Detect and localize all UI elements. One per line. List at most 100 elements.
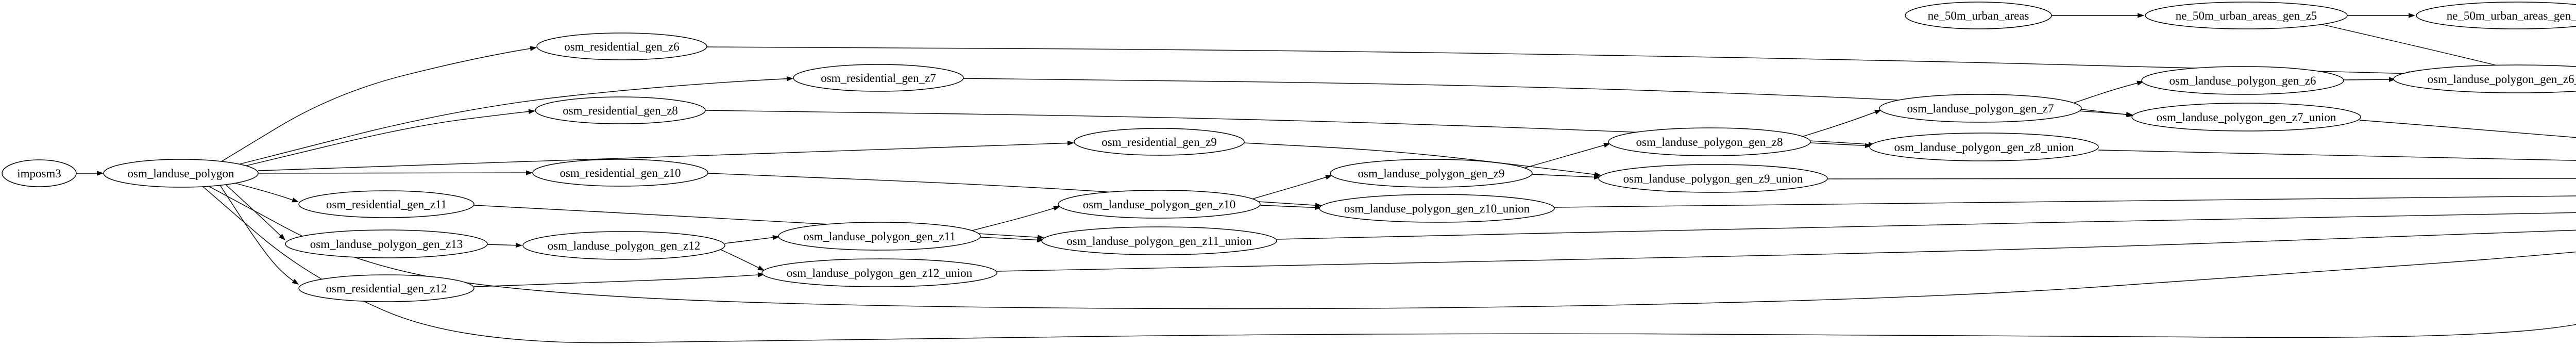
node-osm-landuse-polygon-gen-z10: osm_landuse_polygon_gen_z10 (1058, 190, 1261, 219)
node-osm-residential-gen-z10-label: osm_residential_gen_z10 (560, 167, 681, 179)
edge-ne-50m-urban-areas--ne-50m-urban-areas-gen-z5-arrowhead (2138, 13, 2144, 18)
edge-osm-landuse-polygon-gen-z9--osm-landuse-polygon-gen-z9-union-arrowhead (1594, 174, 1601, 180)
node-osm-landuse-polygon-gen-z12-ellipse (522, 231, 725, 260)
node-osm-residential-gen-z6-ellipse (536, 32, 707, 60)
edge-osm-landuse-polygon-gen-z9-union--layer-landuse-z9 (1827, 178, 2576, 179)
edge-osm-landuse-polygon-gen-z13--osm-landuse-polygon-gen-z12-arrowhead (515, 242, 522, 248)
node-osm-landuse-polygon-gen-z12-union: osm_landuse_polygon_gen_z12_union (761, 258, 997, 287)
node-osm-landuse-polygon-gen-z8-label: osm_landuse_polygon_gen_z8 (1636, 136, 1783, 149)
node-osm-residential-gen-z11: osm_residential_gen_z11 (298, 190, 474, 218)
edge-osm-landuse-polygon--osm-residential-gen-z12 (219, 185, 295, 282)
node-osm-residential-gen-z8-ellipse (535, 96, 706, 124)
node-osm-landuse-polygon-gen-z11: osm_landuse_polygon_gen_z11 (778, 222, 981, 251)
edge-osm-residential-gen-z12--osm-landuse-polygon-gen-z12-union-arrowhead (757, 272, 765, 277)
edge-osm-landuse-polygon--osm-residential-gen-z9-arrowhead (1067, 140, 1074, 146)
node-osm-landuse-polygon-gen-z8-union: osm_landuse_polygon_gen_z8_union (1869, 133, 2099, 161)
node-osm-landuse-polygon-ellipse (103, 159, 259, 188)
edge-osm-residential-gen-z12--osm-landuse-polygon-gen-z12-union (473, 274, 759, 287)
node-osm-landuse-polygon-gen-z11-union-label: osm_landuse_polygon_gen_z11_union (1066, 235, 1252, 248)
edge-osm-landuse-polygon-gen-z11--osm-landuse-polygon-gen-z11-union-arrowhead (1037, 237, 1044, 243)
node-osm-residential-gen-z6: osm_residential_gen_z6 (536, 32, 707, 60)
node-osm-residential-gen-z12: osm_residential_gen_z12 (298, 274, 474, 302)
edge-osm-landuse-polygon--osm-residential-gen-z7-arrowhead (786, 76, 793, 81)
edge-osm-landuse-polygon-gen-z13--osm-landuse-polygon-gen-z12 (487, 244, 517, 246)
edge-osm-landuse-polygon-gen-z10--osm-landuse-polygon-gen-z9 (1251, 176, 1327, 200)
edge-osm-landuse-polygon-gen-z12-union--layer-landuse-z12 (996, 229, 2576, 272)
node-osm-landuse-polygon-gen-z6-union-ellipse (2393, 64, 2576, 93)
node-ne-50m-urban-areas-label: ne_50m_urban_areas (1928, 9, 2029, 22)
node-osm-landuse-polygon-gen-z9: osm_landuse_polygon_gen_z9 (1330, 159, 1533, 188)
edge-osm-landuse-polygon-gen-z11--osm-landuse-polygon-gen-z10 (972, 207, 1055, 231)
node-osm-residential-gen-z12-ellipse (298, 274, 474, 302)
node-osm-landuse-polygon-gen-z7-union: osm_landuse_polygon_gen_z7_union (2131, 103, 2361, 131)
node-osm-landuse-polygon-gen-z9-ellipse (1330, 159, 1533, 188)
node-imposm3: imposm3 (2, 159, 77, 187)
edge-ne-50m-urban-areas-gen-z5--ne-50m-urban-areas-gen-z4-arrowhead (2409, 13, 2415, 18)
node-ne-50m-urban-areas-ellipse (1905, 2, 2052, 29)
node-osm-landuse-polygon-gen-z13-label: osm_landuse_polygon_gen_z13 (310, 238, 463, 251)
edge-osm-landuse-polygon--osm-residential-gen-z12-arrowhead (292, 278, 299, 285)
node-osm-landuse-polygon-label: osm_landuse_polygon (128, 167, 234, 180)
edge-osm-landuse-polygon-gen-z7-union--layer-landuse-z7 (2359, 120, 2576, 138)
edge-osm-landuse-polygon--layer-landuse-z13 (207, 185, 2576, 309)
node-imposm3-label: imposm3 (17, 167, 61, 180)
edge-osm-residential-gen-z9--osm-landuse-polygon-gen-z9-union (1243, 142, 1596, 175)
edge-osm-landuse-polygon--osm-residential-gen-z7 (238, 78, 788, 165)
node-osm-landuse-polygon-gen-z10-union-ellipse (1319, 194, 1555, 223)
edge-osm-landuse-polygon-gen-z8-union--layer-landuse-z8 (2098, 150, 2576, 161)
node-osm-residential-gen-z7: osm_residential_gen_z7 (793, 64, 964, 92)
edge-osm-landuse-polygon-gen-z7--osm-landuse-polygon-gen-z7-union (2081, 109, 2129, 116)
node-osm-landuse-polygon-gen-z6-label: osm_landuse_polygon_gen_z6 (2170, 74, 2316, 87)
edge-osm-landuse-polygon-gen-z6--osm-landuse-polygon-gen-z6-union (2343, 79, 2391, 80)
node-osm-landuse-polygon-gen-z12-label: osm_landuse_polygon_gen_z12 (548, 239, 700, 252)
edge-osm-landuse-polygon-gen-z7--osm-landuse-polygon-gen-z6 (2073, 83, 2139, 104)
edge-osm-landuse-polygon--osm-residential-gen-z11-arrowhead (292, 198, 299, 203)
edge-osm-landuse-polygon-gen-z11--osm-landuse-polygon-gen-z10-arrowhead (1053, 206, 1060, 211)
node-osm-landuse-polygon-gen-z6: osm_landuse_polygon_gen_z6 (2141, 66, 2344, 95)
node-osm-landuse-polygon-gen-z9-label: osm_landuse_polygon_gen_z9 (1358, 167, 1505, 180)
edge-osm-landuse-polygon--osm-residential-gen-z11 (232, 182, 294, 201)
edge-imposm3--osm-landuse-polygon-arrowhead (97, 171, 104, 176)
node-osm-landuse-polygon-gen-z6-union: osm_landuse_polygon_gen_z6_union (2393, 64, 2576, 93)
node-imposm3-ellipse (2, 159, 77, 187)
edge-osm-landuse-polygon-gen-z8--osm-landuse-polygon-gen-z8-union (1810, 142, 1867, 146)
node-osm-landuse-polygon-gen-z7-ellipse (1879, 94, 2082, 123)
edge-osm-landuse-polygon--osm-residential-gen-z9 (258, 142, 1069, 171)
node-ne-50m-urban-areas: ne_50m_urban_areas (1905, 2, 2052, 29)
edge-osm-landuse-polygon--osm-landuse-polygon-gen-z13-arrowhead (279, 234, 285, 240)
edge-osm-landuse-polygon-gen-z10--osm-landuse-polygon-gen-z9-arrowhead (1325, 175, 1332, 180)
edge-osm-landuse-polygon--osm-residential-gen-z10-arrowhead (526, 170, 533, 175)
node-osm-landuse-polygon-gen-z10-union-label: osm_landuse_polygon_gen_z10_union (1344, 202, 1530, 215)
edge-osm-landuse-polygon--osm-residential-gen-z8-arrowhead (528, 109, 535, 114)
node-osm-residential-gen-z10-ellipse (532, 159, 708, 187)
edge-osm-landuse-polygon--osm-landuse-polygon-gen-z13 (225, 184, 282, 237)
edge-osm-landuse-polygon--osm-residential-gen-z6 (218, 48, 532, 163)
edge-osm-landuse-polygon-gen-z11-union--layer-landuse-z11 (1276, 212, 2576, 240)
node-osm-landuse-polygon-gen-z8: osm_landuse_polygon_gen_z8 (1608, 127, 1811, 156)
node-osm-landuse-polygon-gen-z8-union-ellipse (1869, 133, 2099, 161)
edge-osm-landuse-polygon-gen-z9--osm-landuse-polygon-gen-z8-arrowhead (1603, 142, 1611, 148)
node-osm-residential-gen-z7-label: osm_residential_gen_z7 (821, 72, 936, 85)
edge-osm-landuse-polygon--layer-landuse-z14+ (202, 186, 2576, 343)
node-osm-landuse-polygon-gen-z8-ellipse (1608, 127, 1811, 156)
edge-osm-landuse-polygon-gen-z12--osm-landuse-polygon-gen-z12-union (720, 249, 760, 269)
node-osm-landuse-polygon-gen-z6-ellipse (2141, 66, 2344, 95)
node-osm-landuse-polygon-gen-z9-union-ellipse (1598, 164, 1828, 193)
node-osm-landuse-polygon-gen-z8-union-label: osm_landuse_polygon_gen_z8_union (1894, 141, 2074, 154)
node-osm-landuse-polygon-gen-z9-union: osm_landuse_polygon_gen_z9_union (1598, 164, 1828, 193)
edge-osm-landuse-polygon-gen-z11--osm-landuse-polygon-gen-z11-union (980, 237, 1039, 241)
node-ne-50m-urban-areas-gen-z5: ne_50m_urban_areas_gen_z5 (2145, 2, 2348, 29)
edge-osm-landuse-polygon-gen-z10-union--layer-landuse-z10 (1554, 195, 2576, 208)
node-ne-50m-urban-areas-gen-z5-ellipse (2145, 2, 2348, 29)
edge-osm-landuse-polygon-gen-z9--osm-landuse-polygon-gen-z8 (1523, 144, 1605, 169)
node-osm-residential-gen-z9: osm_residential_gen_z9 (1074, 128, 1245, 156)
node-osm-residential-gen-z9-label: osm_residential_gen_z9 (1101, 136, 1217, 149)
edge-osm-landuse-polygon-gen-z10--osm-landuse-polygon-gen-z10-union-arrowhead (1314, 205, 1321, 210)
edge-osm-landuse-polygon--osm-residential-gen-z6-arrowhead (530, 46, 537, 51)
node-osm-residential-gen-z10: osm_residential_gen_z10 (532, 159, 708, 187)
node-osm-residential-gen-z9-ellipse (1074, 128, 1245, 156)
edge-osm-landuse-polygon-gen-z8--osm-landuse-polygon-gen-z7 (1802, 111, 1876, 137)
node-ne-50m-urban-areas-gen-z4-ellipse (2416, 2, 2576, 29)
edge-osm-landuse-polygon-gen-z12--osm-landuse-polygon-gen-z12-union-arrowhead (757, 265, 765, 271)
node-osm-landuse-polygon-gen-z7-union-ellipse (2131, 103, 2361, 131)
